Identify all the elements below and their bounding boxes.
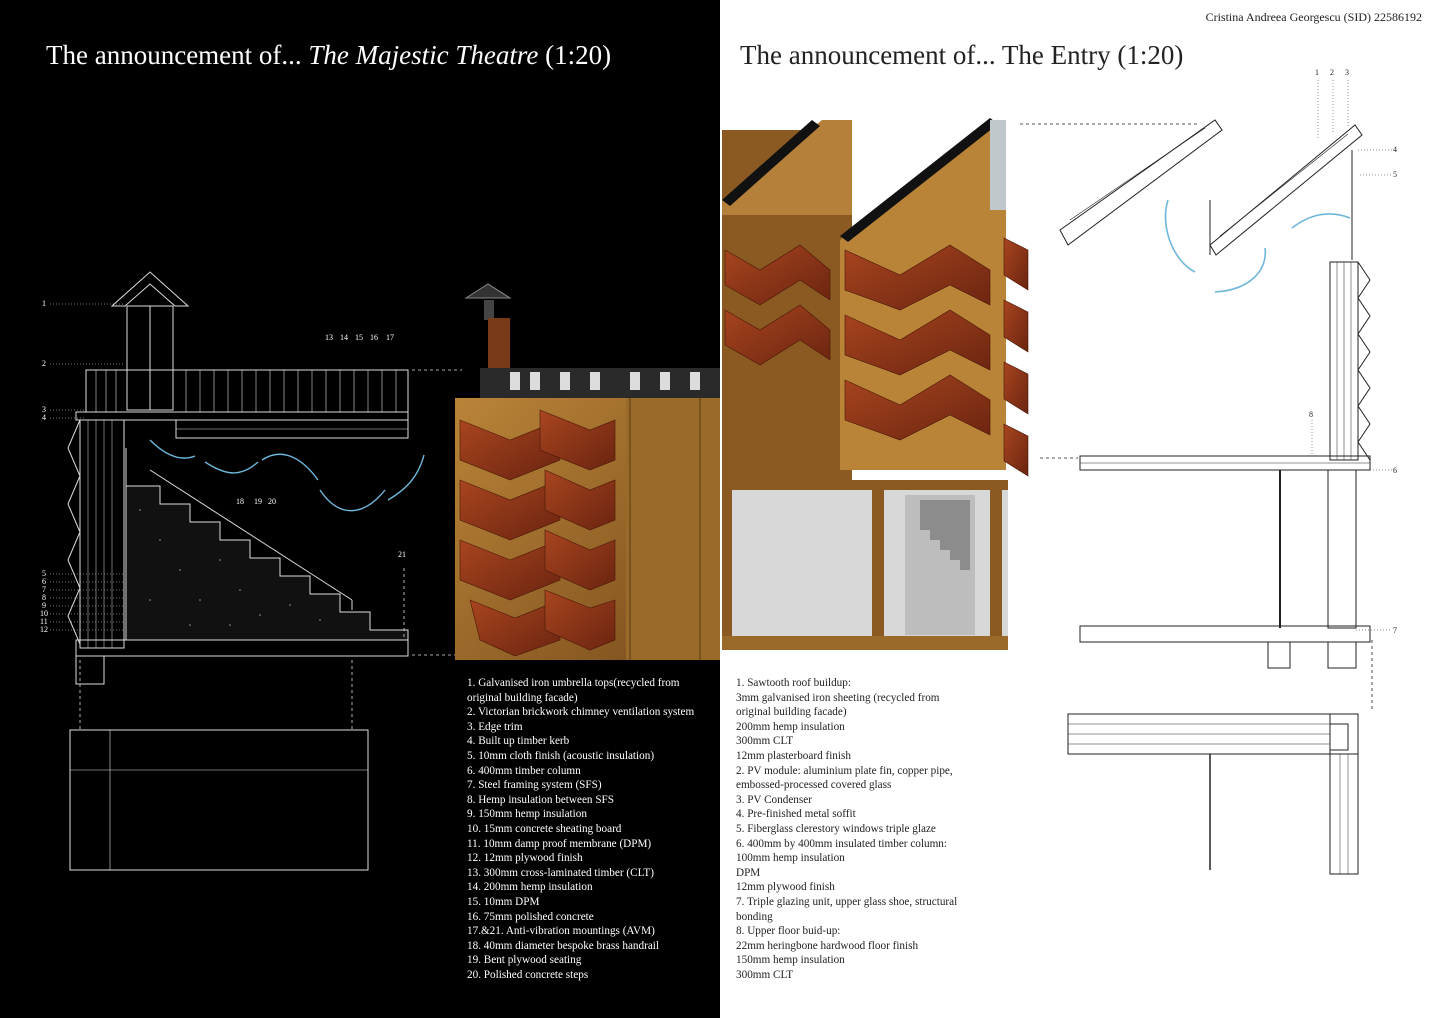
entry-title-suffix: (1:20) (1110, 40, 1184, 70)
tag-2: 2 (42, 359, 46, 368)
entry-legend-item: 3. PV Condenser (736, 793, 812, 806)
tag-8: 8 (42, 593, 46, 602)
theatre-legend-item: 5. 10mm cloth finish (acoustic insulatio… (467, 749, 655, 762)
tag-6: 6 (42, 577, 46, 586)
tag-18: 18 (236, 497, 244, 506)
entry-legend-item: 3mm galvanised iron sheeting (recycled f… (736, 691, 940, 719)
entry-tag-3: 3 (1345, 68, 1349, 77)
entry-tag-7: 7 (1393, 626, 1397, 635)
entry-tag-5: 5 (1393, 170, 1397, 179)
entry-legend-item: 7. Triple glazing unit, upper glass shoe… (736, 895, 958, 923)
entry-legend-item: 12mm plasterboard finish (736, 749, 851, 762)
entry-tag-8: 8 (1309, 410, 1313, 419)
tag-16: 16 (370, 333, 378, 342)
entry-legend-item: 12mm plywood finish (736, 881, 835, 894)
theatre-title-suffix: (1:20) (538, 40, 612, 70)
tag-21: 21 (398, 550, 406, 559)
theatre-legend-item: 20. Polished concrete steps (467, 968, 589, 981)
theatre-legend-item: 16. 75mm polished concrete (467, 910, 594, 923)
theatre-legend-item: 15. 10mm DPM (467, 895, 540, 908)
theatre-legend-item: 6. 400mm timber column (467, 764, 581, 777)
author-credit: Cristina Andreea Georgescu (SID) 2258619… (1205, 10, 1422, 24)
tag-13: 13 (325, 333, 333, 342)
theatre-legend-item: 14. 200mm hemp insulation (467, 881, 593, 894)
entry-tag-6: 6 (1393, 466, 1397, 475)
theatre-legend-item: 18. 40mm diameter bespoke brass handrail (467, 939, 660, 952)
tag-17: 17 (386, 333, 394, 342)
tag-14: 14 (340, 333, 348, 342)
tag-20: 20 (268, 497, 276, 506)
entry-tag-4: 4 (1393, 145, 1397, 154)
theatre-legend-item: 7. Steel framing system (SFS) (467, 779, 602, 792)
entry-title: The announcement of... The Entry (1:20) (740, 40, 1183, 71)
entry-legend-item: 300mm CLT (736, 968, 794, 981)
theatre-title: The announcement of... The Majestic Thea… (46, 40, 611, 71)
entry-legend-item: 300mm CLT (736, 735, 794, 748)
tag-5: 5 (42, 569, 46, 578)
tag-7: 7 (42, 585, 46, 594)
entry-legend-item: 200mm hemp insulation (736, 720, 845, 733)
entry-legend: 1. Sawtooth roof buildup: 3mm galvanised… (736, 676, 966, 982)
theatre-legend-item: 17.&21. Anti-vibration mountings (AVM) (467, 925, 655, 938)
entry-section-drawing (1020, 80, 1392, 875)
entry-legend-item: 100mm hemp insulation (736, 852, 845, 865)
tag-4: 4 (42, 413, 46, 422)
tag-10: 10 (40, 609, 48, 618)
entry-legend-item: 150mm hemp insulation (736, 954, 845, 967)
tag-19: 19 (254, 497, 262, 506)
entry-legend-item: 2. PV module: aluminium plate fin, coppe… (736, 764, 953, 792)
tag-9: 9 (42, 601, 46, 610)
tag-12: 12 (40, 625, 48, 634)
theatre-title-prefix: The announcement of... (46, 40, 309, 70)
theatre-legend-item: 2. Victorian brickwork chimney ventilati… (467, 706, 695, 719)
theatre-legend-item: 9. 150mm hemp insulation (467, 808, 587, 821)
theatre-legend-item: 4. Built up timber kerb (467, 735, 570, 748)
tag-3: 3 (42, 405, 46, 414)
theatre-legend-item: 12. 12mm plywood finish (467, 852, 583, 865)
entry-legend-item: 1. Sawtooth roof buildup: (736, 677, 851, 689)
entry-title-emphasis: The Entry (1001, 40, 1111, 70)
facade-render (455, 118, 1029, 660)
entry-legend-item: 5. Fiberglass clerestory windows triple … (736, 822, 936, 835)
theatre-legend-item: 13. 300mm cross-laminated timber (CLT) (467, 866, 654, 879)
entry-tag-2: 2 (1330, 68, 1334, 77)
entry-title-prefix: The announcement of... (740, 40, 1002, 70)
theatre-legend-item: 1. Galvanised iron umbrella tops(recycle… (467, 677, 680, 704)
tag-15: 15 (355, 333, 363, 342)
theatre-legend-item: 10. 15mm concrete sheating board (467, 822, 622, 835)
theatre-legend-item: 19. Bent plywood seating (467, 954, 582, 967)
theatre-section-drawing (50, 271, 462, 871)
entry-legend-item: DPM (736, 866, 761, 879)
entry-legend-item: 4. Pre-finished metal soffit (736, 808, 856, 821)
entry-tag-1: 1 (1315, 68, 1319, 77)
tag-1: 1 (42, 299, 46, 308)
theatre-title-emphasis: The Majestic Theatre (308, 40, 539, 70)
theatre-legend-item: 3. Edge trim (467, 720, 523, 733)
entry-legend-item: 8. Upper floor buid-up: (736, 925, 841, 938)
tag-11: 11 (40, 617, 48, 626)
theatre-legend-item: 8. Hemp insulation between SFS (467, 793, 614, 806)
entry-legend-item: 22mm heringbone hardwood floor finish (736, 939, 919, 952)
theatre-legend-item: 11. 10mm damp proof membrane (DPM) (467, 837, 652, 850)
theatre-legend: 1. Galvanised iron umbrella tops(recycle… (467, 676, 717, 982)
entry-legend-item: 6. 400mm by 400mm insulated timber colum… (736, 837, 947, 850)
